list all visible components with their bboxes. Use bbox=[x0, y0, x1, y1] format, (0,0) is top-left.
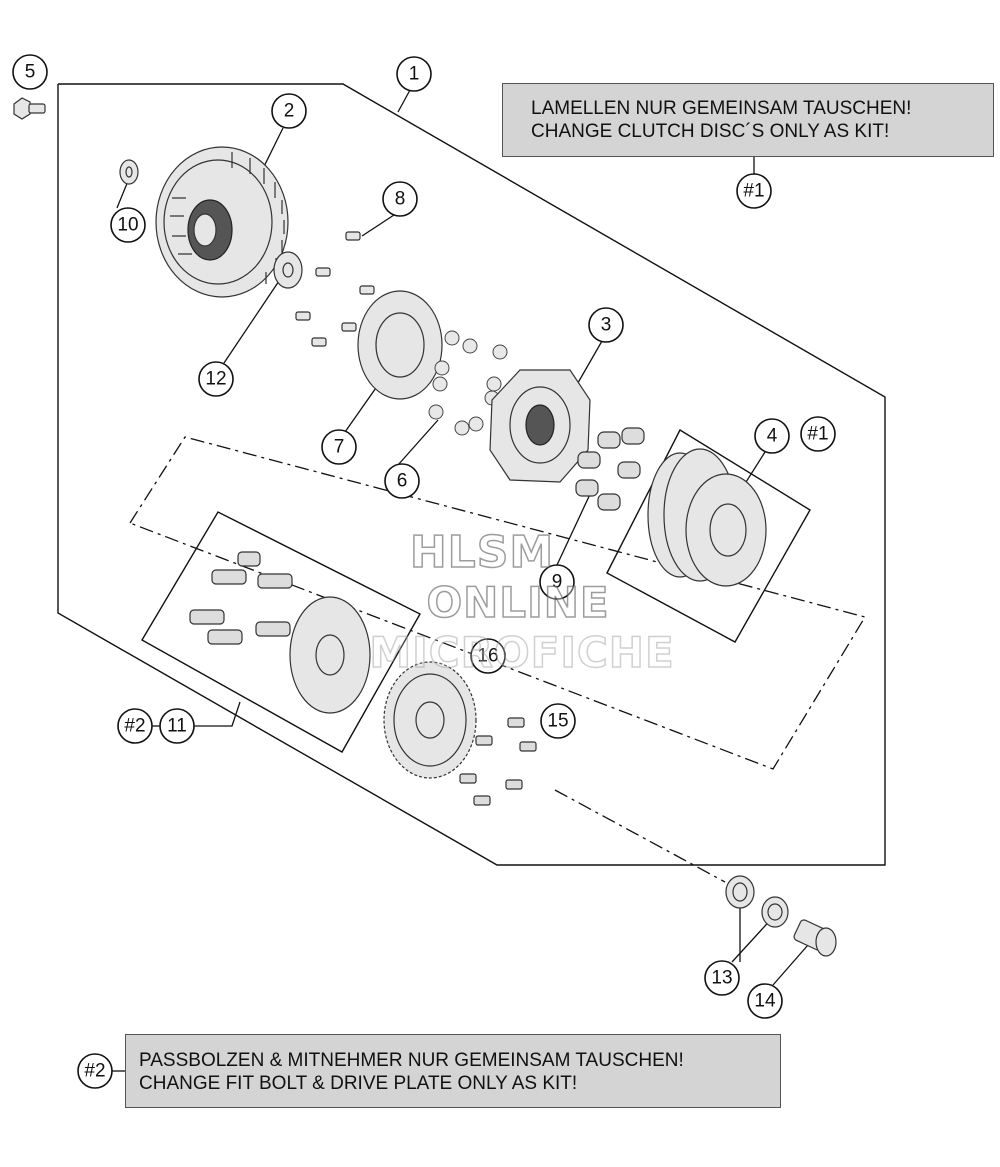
svg-text:10: 10 bbox=[117, 215, 138, 236]
primary-gear-part bbox=[383, 661, 477, 779]
callout-2[interactable]: 2 bbox=[271, 93, 307, 129]
svg-text:8: 8 bbox=[395, 189, 406, 210]
svg-text:11: 11 bbox=[167, 716, 187, 737]
driver-plate-part bbox=[357, 290, 443, 400]
callout-ref-1-top[interactable]: #1 bbox=[736, 173, 772, 209]
callout-7[interactable]: 7 bbox=[321, 429, 357, 465]
svg-text:14: 14 bbox=[754, 991, 776, 1012]
svg-text:#1: #1 bbox=[807, 424, 828, 445]
callout-9[interactable]: 9 bbox=[539, 564, 575, 600]
svg-text:#2: #2 bbox=[124, 716, 145, 737]
callout-5[interactable]: 5 bbox=[12, 54, 48, 90]
assembly-frame bbox=[57, 83, 886, 866]
clutch-kit-note-en: CHANGE CLUTCH DISC´S ONLY AS KIT! bbox=[531, 121, 890, 142]
drive-plate-kit-note-en: CHANGE FIT BOLT & DRIVE PLATE ONLY AS KI… bbox=[139, 1073, 578, 1094]
dashed-group-frame bbox=[129, 436, 867, 770]
drive-plate-kit-note-de: PASSBOLZEN & MITNEHMER NUR GEMEINSAM TAU… bbox=[139, 1050, 684, 1071]
clutch-kit-note-de: LAMELLEN NUR GEMEINSAM TAUSCHEN! bbox=[531, 98, 912, 119]
callout-14[interactable]: 14 bbox=[747, 983, 783, 1019]
callout-ref-2-note[interactable]: #2 bbox=[77, 1053, 113, 1089]
callout-4[interactable]: 4 bbox=[754, 418, 790, 454]
svg-text:4: 4 bbox=[767, 426, 778, 447]
springs-part bbox=[575, 427, 645, 511]
svg-text:15: 15 bbox=[547, 711, 568, 732]
callout-12[interactable]: 12 bbox=[198, 361, 234, 397]
svg-text:13: 13 bbox=[711, 968, 732, 989]
callout-8[interactable]: 8 bbox=[382, 181, 418, 217]
svg-text:5: 5 bbox=[25, 62, 36, 83]
callout-6[interactable]: 6 bbox=[384, 463, 420, 499]
clutch-disc-pack-part bbox=[647, 448, 767, 587]
drive-plate-kit-note: PASSBOLZEN & MITNEHMER NUR GEMEINSAM TAU… bbox=[125, 1034, 781, 1108]
fit-bolts-part bbox=[189, 551, 293, 645]
callout-15[interactable]: 15 bbox=[540, 703, 576, 739]
callout-ref-1-pack[interactable]: #1 bbox=[800, 416, 836, 452]
sleeve-part bbox=[793, 919, 837, 957]
clutch-basket-part bbox=[155, 146, 289, 298]
leader-lines bbox=[112, 89, 809, 1072]
svg-text:7: 7 bbox=[334, 437, 345, 458]
callout-16[interactable]: 16 bbox=[470, 638, 506, 674]
svg-text:9: 9 bbox=[552, 572, 563, 593]
drive-plate-part bbox=[289, 596, 371, 714]
svg-text:#1: #1 bbox=[743, 181, 764, 202]
svg-text:2: 2 bbox=[284, 101, 295, 122]
screws-part bbox=[459, 717, 537, 806]
callout-ref-2-kit[interactable]: #2 bbox=[117, 708, 153, 744]
callout-11[interactable]: 11 bbox=[159, 708, 195, 744]
bolt-part bbox=[13, 97, 46, 120]
svg-text:16: 16 bbox=[477, 646, 498, 667]
svg-text:3: 3 bbox=[601, 315, 612, 336]
svg-text:#2: #2 bbox=[84, 1061, 105, 1082]
small-bolts-part bbox=[295, 231, 375, 347]
svg-text:12: 12 bbox=[205, 369, 226, 390]
svg-text:1: 1 bbox=[409, 64, 420, 85]
pressure-cap-part bbox=[489, 369, 591, 483]
kit-2-frame bbox=[141, 511, 421, 753]
callout-10[interactable]: 10 bbox=[110, 207, 146, 243]
svg-text:6: 6 bbox=[397, 471, 408, 492]
balls-part bbox=[428, 330, 508, 436]
axis-line bbox=[554, 789, 726, 883]
callout-13[interactable]: 13 bbox=[704, 960, 740, 996]
callout-1[interactable]: 1 bbox=[396, 56, 432, 92]
clutch-kit-note: LAMELLEN NUR GEMEINSAM TAUSCHEN! CHANGE … bbox=[502, 83, 994, 157]
bushings-part bbox=[725, 875, 789, 928]
callout-3[interactable]: 3 bbox=[588, 307, 624, 343]
